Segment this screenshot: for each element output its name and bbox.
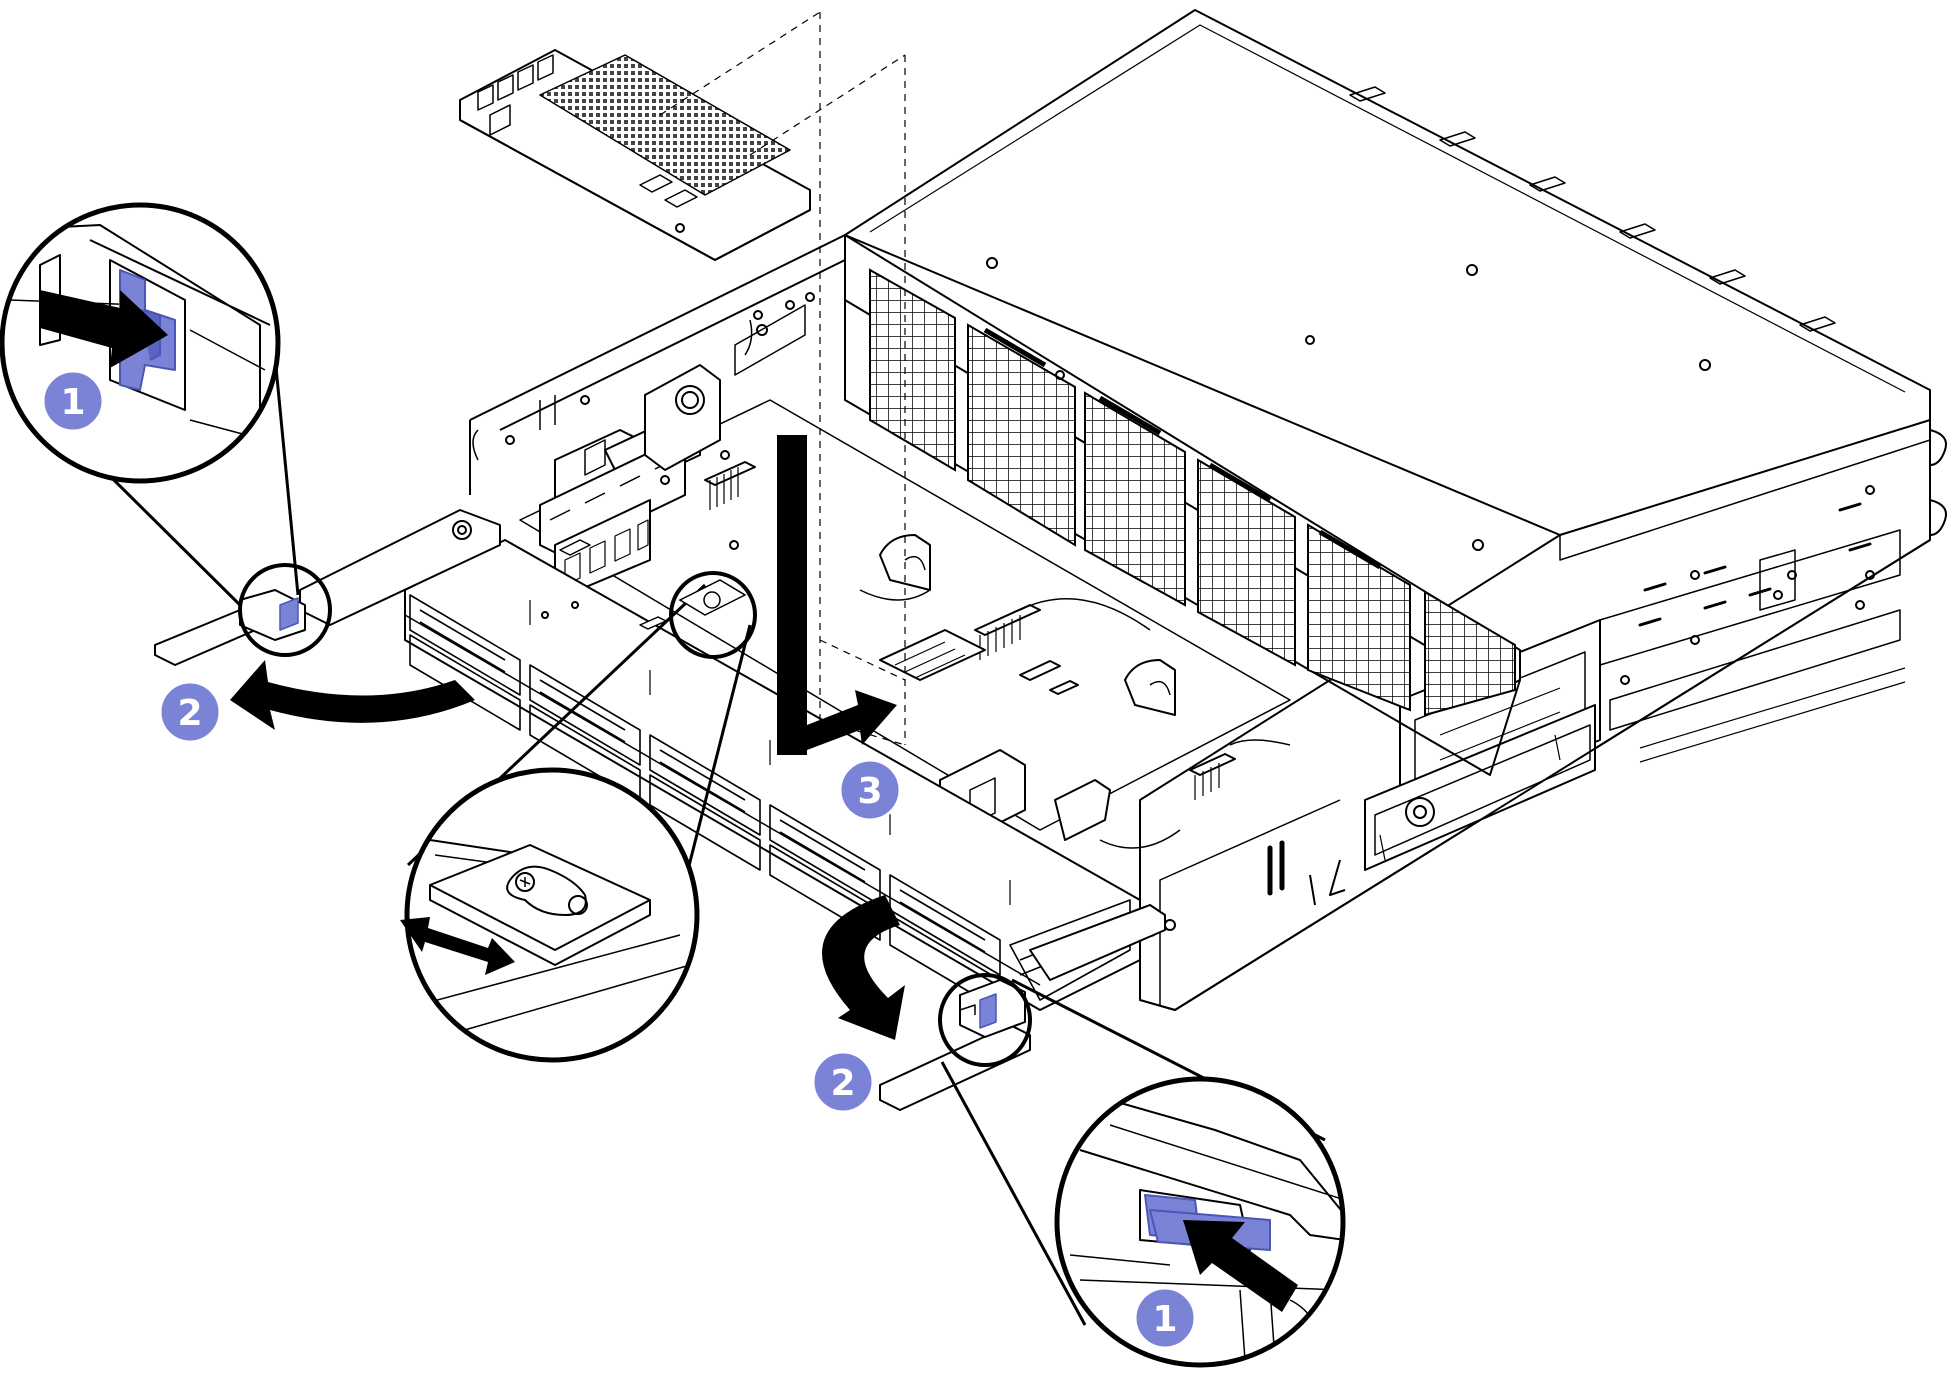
raid-heatsink bbox=[539, 54, 791, 196]
left-release-latch bbox=[154, 509, 501, 666]
callout-label: 3 bbox=[857, 771, 882, 812]
callout-step2-left: 2 bbox=[158, 680, 222, 744]
arrow-icon bbox=[1183, 1220, 1298, 1312]
insertion-arrow-shaft bbox=[777, 435, 807, 755]
callout-step2-bottom: 2 bbox=[811, 1050, 875, 1114]
left-latch-blue-tab bbox=[279, 597, 299, 631]
arrow-icon bbox=[807, 690, 897, 750]
callout-step3: 3 bbox=[838, 758, 902, 822]
double-arrow-icon bbox=[400, 917, 515, 975]
step3-arrow-group bbox=[777, 435, 897, 755]
magnifier-top-left bbox=[0, 202, 332, 657]
right-release-latch bbox=[879, 904, 1166, 1111]
callout-step1-bottom: 1 bbox=[1133, 1286, 1197, 1350]
callout-label: 1 bbox=[1152, 1299, 1177, 1340]
air-baffle-grid bbox=[869, 268, 1516, 717]
arrow-icon bbox=[40, 290, 168, 368]
callout-label: 2 bbox=[177, 693, 202, 734]
magnifier-middle bbox=[400, 571, 757, 1063]
curved-arrow-icon bbox=[230, 660, 475, 730]
callout-label: 1 bbox=[60, 382, 85, 423]
callout-step1-top: 1 bbox=[41, 369, 105, 433]
callout-label: 2 bbox=[830, 1063, 855, 1104]
right-latch-blue-tab bbox=[979, 993, 997, 1029]
curved-arrow-icon bbox=[822, 895, 905, 1040]
magnifier-bottom-right bbox=[938, 973, 1346, 1368]
raid-adapter bbox=[459, 49, 811, 261]
